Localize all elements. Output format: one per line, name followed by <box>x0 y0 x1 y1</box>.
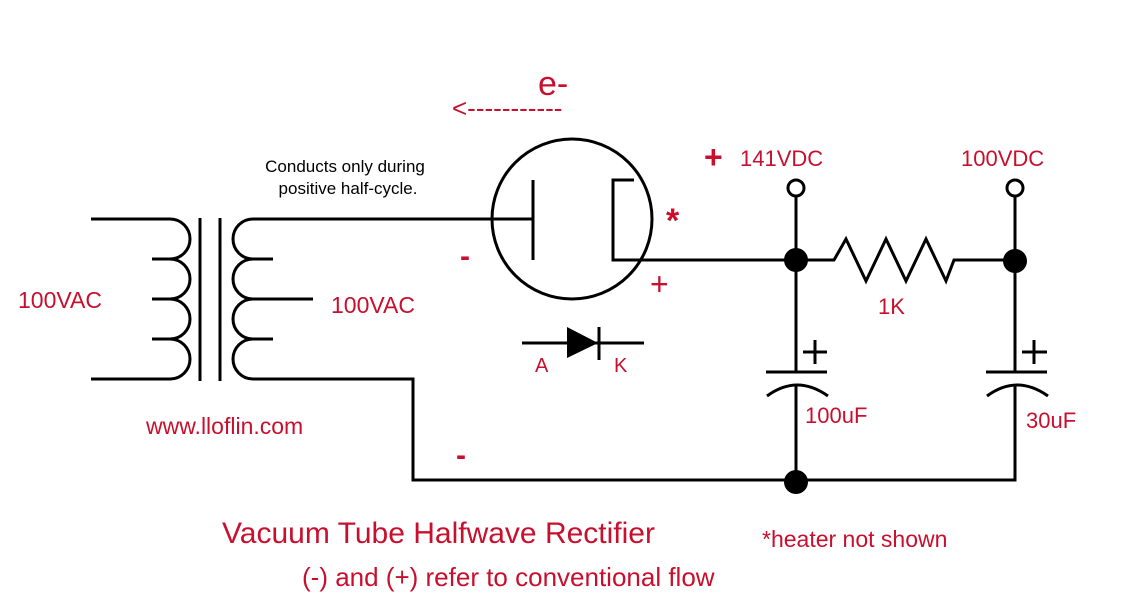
cathode-polarity: + <box>650 266 669 302</box>
output2-voltage-label: 100VDC <box>961 146 1044 171</box>
resistor-1k <box>796 235 1015 285</box>
conduction-note: positive half-cycle. <box>279 179 418 198</box>
return-polarity: - <box>456 439 466 472</box>
resistor-value-label: 1K <box>878 294 905 319</box>
vacuum-tube <box>465 137 796 301</box>
output1-voltage-label: 141VDC <box>740 146 823 171</box>
cathode <box>611 178 796 262</box>
transformer <box>91 217 1017 482</box>
cap1-value-label: 100uF <box>805 403 867 428</box>
junction-dot <box>1003 249 1027 273</box>
output1-plus: + <box>704 139 723 175</box>
diode-anode-label: A <box>535 355 549 377</box>
diagram-subtitle: (-) and (+) refer to conventional flow <box>302 562 715 592</box>
capacitor-100uf <box>766 340 829 480</box>
plate-polarity: - <box>460 240 470 273</box>
primary-voltage-label: 100VAC <box>18 287 102 313</box>
conduction-note: Conducts only during <box>265 157 425 176</box>
diode-symbol <box>522 327 644 360</box>
cap2-value-label: 30uF <box>1026 408 1076 433</box>
secondary-voltage-label: 100VAC <box>331 292 415 318</box>
heater-marker: * <box>666 202 680 240</box>
capacitor-30uf <box>986 340 1049 480</box>
terminal-141vdc <box>786 178 806 198</box>
electron-label: e- <box>538 65 568 103</box>
watermark: www.lloflin.com <box>145 413 303 439</box>
footnote: *heater not shown <box>762 526 947 552</box>
secondary-winding <box>231 217 1017 482</box>
junction-dot <box>784 470 808 494</box>
diagram-title: Vacuum Tube Halfwave Rectifier <box>222 517 655 550</box>
primary-winding <box>91 217 192 381</box>
diode-cathode-label: K <box>614 355 628 377</box>
terminal-100vdc <box>1005 178 1025 198</box>
electron-flow-arrow: <----------- <box>452 93 562 123</box>
diode-triangle <box>567 327 598 358</box>
